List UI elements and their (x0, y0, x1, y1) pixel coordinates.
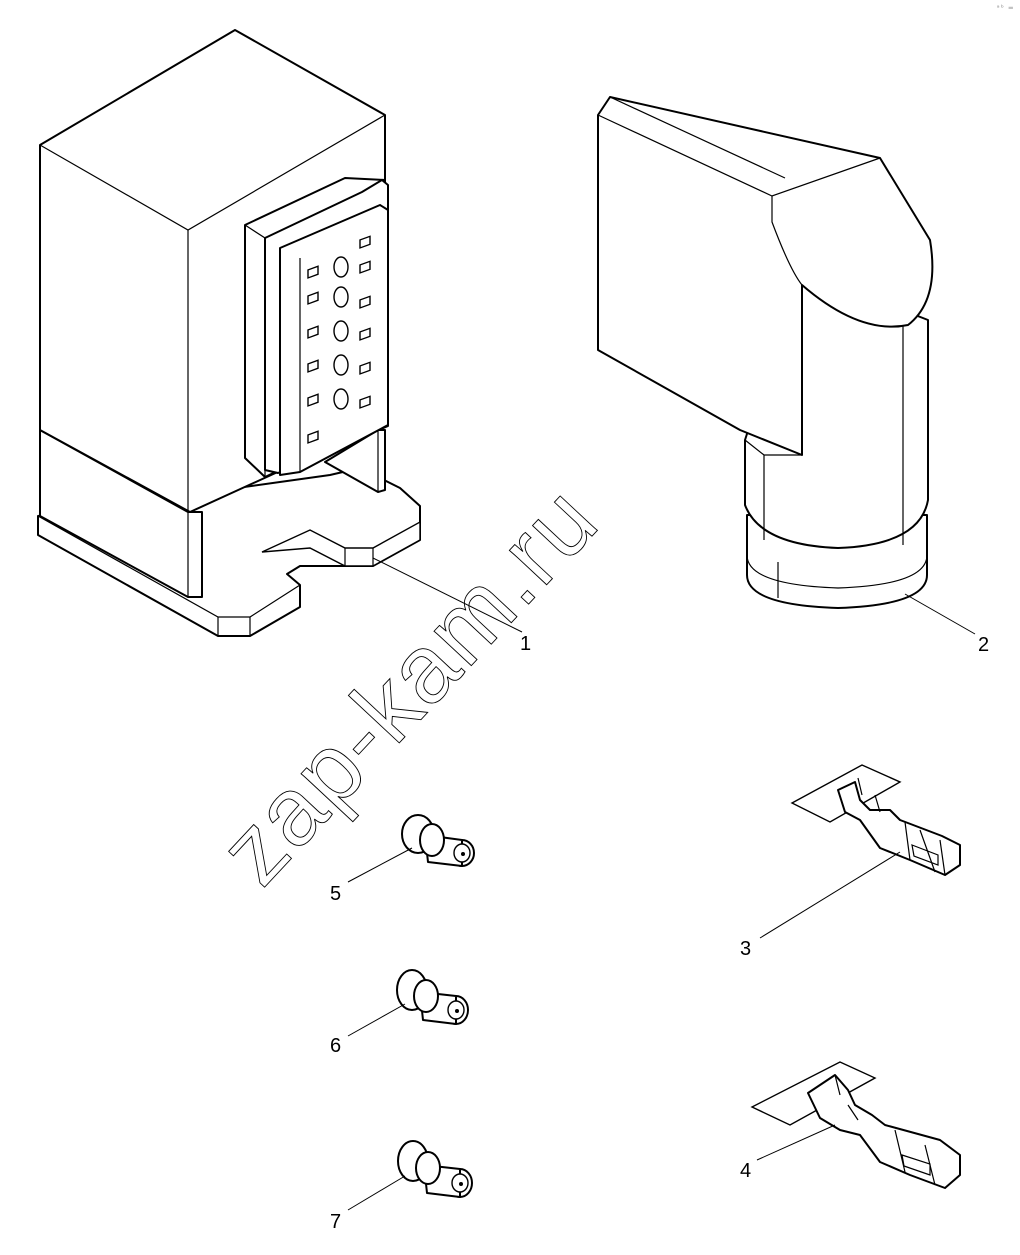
part-5-seal (401, 814, 475, 867)
leader-line-7 (347, 1175, 406, 1211)
leader-line-5 (347, 847, 413, 883)
leader-line-1 (372, 557, 523, 633)
leader-lines (347, 557, 976, 1211)
part-2-angled-hood (597, 96, 934, 609)
callout-2: 2 (978, 634, 989, 656)
callout-4: 4 (740, 1160, 751, 1182)
part-6-seal (396, 969, 469, 1025)
callout-3: 3 (740, 938, 751, 960)
part-3-terminal (790, 764, 961, 876)
leader-line-3 (759, 851, 901, 939)
pin-holes (307, 235, 371, 444)
leader-line-6 (347, 1003, 406, 1037)
part-4-terminal (750, 1061, 961, 1189)
callout-5: 5 (330, 883, 341, 905)
leader-line-2 (904, 593, 976, 635)
callout-7: 7 (330, 1211, 341, 1233)
part-7-seal (397, 1140, 473, 1198)
callout-6: 6 (330, 1035, 341, 1057)
part-1-connector-housing (37, 29, 421, 637)
leader-line-4 (756, 1124, 836, 1161)
corner-mark: ᵃᵇ ═ (996, 4, 1014, 12)
callout-1: 1 (520, 633, 531, 655)
